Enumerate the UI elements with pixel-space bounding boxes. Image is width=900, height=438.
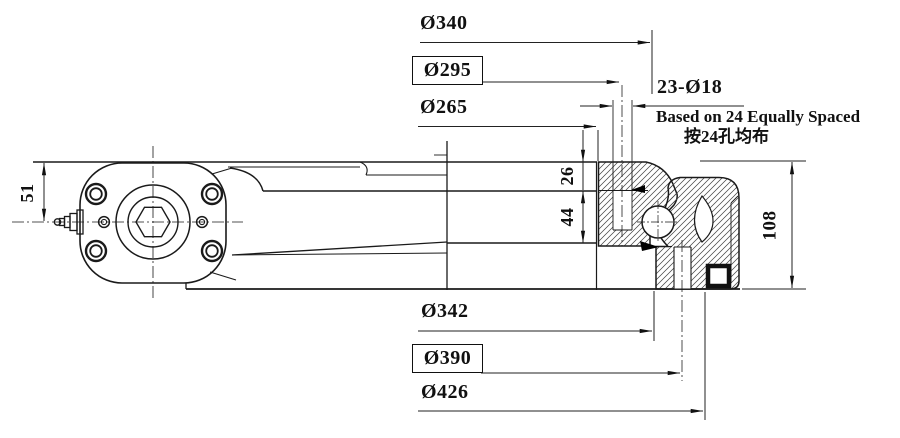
dim-label-295: Ø295 [423,59,472,81]
slewing-ring-section [597,161,740,290]
lower-seal-wedge [640,241,659,251]
dim-label-26: 26 [557,166,577,186]
dim-box-390: Ø390 [412,344,483,373]
upper-seal-wedge [631,185,645,193]
note-equally-spaced-cn: 按24孔均布 [684,127,769,146]
dim-box-295: Ø295 [412,56,483,85]
note-equally-spaced-en: Based on 24 Equally Spaced [656,107,861,126]
dim-label-108: 108 [759,210,781,241]
dim-label-265: Ø265 [420,96,468,118]
dim-label-390: Ø390 [423,347,472,369]
dim-label-342: Ø342 [421,300,469,322]
raceway-crescent [693,194,714,243]
dim-label-426: Ø426 [421,381,469,403]
housing-side-view [33,141,740,290]
dim-label-51: 51 [17,183,37,203]
lower-bolt-hole [673,246,692,289]
left-end-view [12,146,243,299]
dimension-lines [41,30,806,420]
seal-section [705,263,732,289]
dim-label-340: Ø340 [420,12,468,34]
grease-fitting-icon [53,209,84,235]
dim-label-44: 44 [557,207,577,227]
counterbore-holes [84,182,224,263]
upper-bolt-hole [612,162,633,231]
dim-label-bolt-holes: 23-Ø18 [657,76,723,98]
